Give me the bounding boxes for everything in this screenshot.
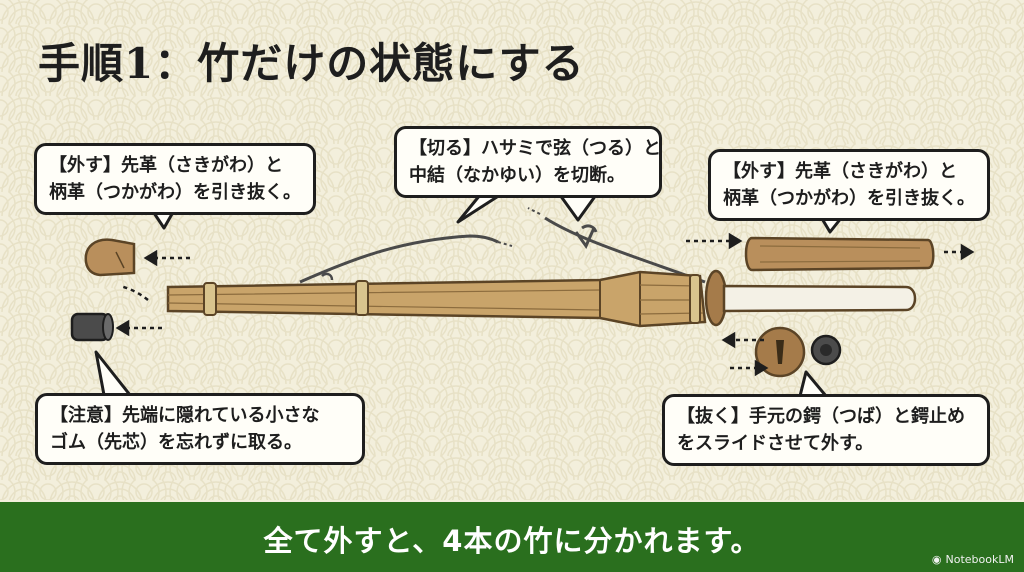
callout-top-left-line2: 柄革（つかがわ）を引き抜く。: [49, 182, 301, 203]
callout-top-center-line2: 中結（なかゆい）を切断。: [409, 165, 625, 186]
tsuru-string-right: [544, 216, 706, 284]
callout-tail-top-center: [456, 193, 598, 224]
brand-watermark: ◉ NotebookLM: [932, 553, 1014, 566]
page-title: 手順1：竹だけの状態にする: [38, 39, 585, 88]
sakigawa-tip-leather: [84, 238, 136, 277]
sakigomu-rubber-tip: [70, 312, 114, 342]
arrows: [115, 232, 975, 377]
callout-bottom-right-line1: 【抜く】手元の鍔（つば）と鍔止め: [677, 406, 965, 427]
callout-tail-bottom-right: [798, 370, 828, 397]
callout-top-center-line1: 【切る】ハサミで弦（つる）と: [409, 138, 661, 159]
brand-label: NotebookLM: [945, 553, 1014, 566]
callout-bottom-right-line2: をスライドさせて外す。: [677, 433, 874, 454]
callout-bottom-right: 【抜く】手元の鍔（つば）と鍔止め をスライドさせて外す。: [662, 394, 990, 466]
callout-top-right: 【外す】先革（さきがわ）と 柄革（つかがわ）を引き抜く。: [708, 149, 990, 221]
callout-bottom-left: 【注意】先端に隠れている小さな ゴム（先芯）を忘れずに取る。: [35, 393, 365, 465]
footer-bar: 全て外すと、4本の竹に分かれます。 ◉ NotebookLM: [0, 502, 1024, 572]
callout-top-center: 【切る】ハサミで弦（つる）と 中結（なかゆい）を切断。: [394, 126, 662, 198]
bamboo-shaft: [166, 270, 707, 328]
tsuru-string-cut-dash-right: [527, 207, 541, 215]
callout-top-left: 【外す】先革（さきがわ）と 柄革（つかがわ）を引き抜く。: [34, 143, 316, 215]
footer-message: 全て外すと、4本の竹に分かれます。: [263, 524, 761, 558]
callout-bottom-left-line1: 【注意】先端に隠れている小さな: [50, 405, 320, 426]
callout-top-right-line2: 柄革（つかがわ）を引き抜く。: [723, 188, 975, 209]
callout-top-left-line1: 【外す】先革（さきがわ）と: [49, 155, 283, 176]
callout-top-right-line1: 【外す】先革（さきがわ）と: [723, 161, 957, 182]
tsuru-knot: [574, 224, 598, 250]
tsuka-handle: [722, 284, 917, 313]
tsuba-guard: [754, 326, 806, 378]
notebooklm-logo-icon: ◉: [931, 553, 942, 566]
tsukagawa-handle-leather: [744, 236, 935, 272]
tsuru-string-cut-dash: [497, 241, 513, 247]
callout-tail-bottom-left: [94, 350, 132, 396]
tsuru-string: [299, 234, 499, 284]
tsubadome-stopper: [810, 334, 842, 366]
callout-bottom-left-line2: ゴム（先芯）を忘れずに取る。: [50, 432, 302, 453]
